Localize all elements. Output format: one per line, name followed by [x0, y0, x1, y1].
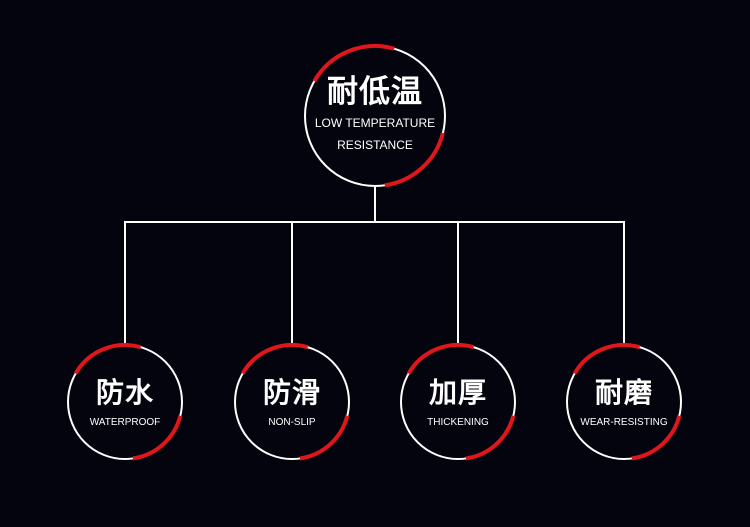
child-circle-3-accent-arc-bottom — [631, 415, 682, 461]
child-node-waterproof: 防水 WATERPROOF — [68, 345, 182, 459]
child-title: 耐磨 — [594, 375, 653, 409]
child-node-non-slip: 防滑 NON-SLIP — [235, 345, 349, 459]
child-circle-0-accent-arc-bottom — [132, 415, 183, 461]
child-subtitle: NON-SLIP — [268, 416, 316, 428]
child-title: 加厚 — [428, 375, 487, 409]
root-node: 耐低温 LOW TEMPERATURE RESISTANCE — [305, 46, 445, 186]
child-title: 防滑 — [262, 375, 321, 409]
child-title: 防水 — [95, 375, 154, 409]
child-node-wear-resisting: 耐磨 WEAR-RESISTING — [567, 345, 681, 459]
child-circle-1-accent-arc-bottom — [299, 415, 350, 461]
root-title: 耐低温 — [327, 74, 423, 110]
child-subtitle: WATERPROOF — [89, 416, 161, 428]
child-subtitle: THICKENING — [427, 416, 489, 428]
root-circle-accent-arc-top — [312, 44, 395, 83]
root-subtitle-line2: RESISTANCE — [337, 138, 413, 152]
root-circle-accent-arc-bottom — [384, 132, 445, 188]
child-circle-2-accent-arc-top — [406, 343, 475, 375]
child-circle-1-accent-arc-top — [240, 343, 309, 375]
child-circle-3-accent-arc-top — [572, 343, 641, 375]
child-circle-2-accent-arc-bottom — [465, 415, 516, 461]
child-circle-0-accent-arc-top — [73, 343, 142, 375]
root-subtitle-line1: LOW TEMPERATURE — [314, 116, 436, 130]
child-subtitle: WEAR-RESISTING — [580, 416, 668, 428]
child-node-thickening: 加厚 THICKENING — [401, 345, 515, 459]
